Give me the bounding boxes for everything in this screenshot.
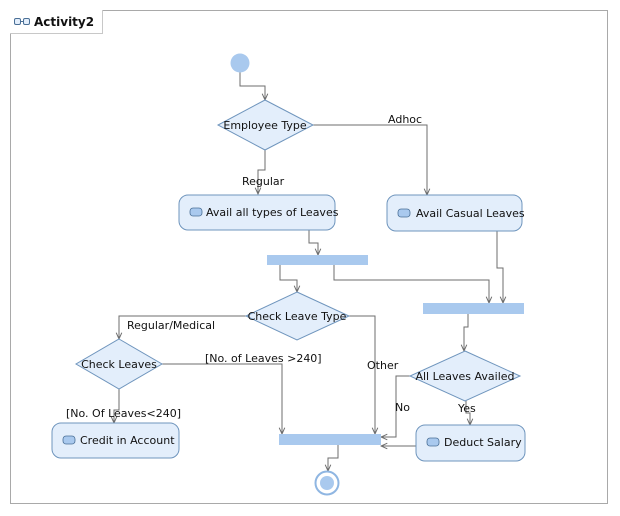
decision-check-leaves-label: Check Leaves xyxy=(81,358,157,371)
action-credit-in-account-label: Credit in Account xyxy=(80,434,175,447)
diagram-title-tab[interactable]: Activity2 xyxy=(10,10,104,34)
edge-label-yes: Yes xyxy=(457,402,476,415)
edge-label-adhoc: Adhoc xyxy=(388,113,422,126)
action-avail-casual-leaves[interactable]: Avail Casual Leaves xyxy=(386,194,525,232)
action-deduct-salary-label: Deduct Salary xyxy=(444,436,522,449)
edge-label-no: No xyxy=(395,401,410,414)
action-icon xyxy=(189,207,203,217)
decision-all-leaves-availed[interactable]: All Leaves Availed xyxy=(408,350,522,402)
edge-start-to-employee-type[interactable] xyxy=(239,72,265,100)
action-icon xyxy=(397,208,411,218)
edge-merge-to-end[interactable] xyxy=(328,445,339,471)
action-credit-in-account[interactable]: Credit in Account xyxy=(51,422,180,459)
edge-label-regular-medical: Regular/Medical xyxy=(127,319,215,332)
edge-employee-type-regular[interactable] xyxy=(258,150,266,194)
edge-fork-to-join[interactable] xyxy=(333,265,489,303)
edge-label-leaves-gt-240: [No. of Leaves >240] xyxy=(205,352,322,365)
edge-fork-to-check-leave-type[interactable] xyxy=(279,265,297,292)
edge-check-leaves-gt-240[interactable] xyxy=(162,363,282,434)
merge-bar[interactable] xyxy=(279,434,381,445)
edge-check-leaves-lt-240[interactable] xyxy=(114,389,120,423)
activity-diagram-icon xyxy=(14,17,30,25)
initial-node[interactable] xyxy=(230,53,250,73)
decision-check-leaves[interactable]: Check Leaves xyxy=(75,338,163,390)
edge-join-to-all-leaves-availed[interactable] xyxy=(464,314,469,351)
action-icon xyxy=(426,437,440,447)
edge-label-regular: Regular xyxy=(242,175,285,188)
action-avail-all-leaves-label: Avail all types of Leaves xyxy=(206,206,339,219)
edge-check-leave-type-other[interactable] xyxy=(349,315,375,434)
edge-check-leave-type-regular-medical[interactable] xyxy=(119,315,246,339)
action-deduct-salary[interactable]: Deduct Salary xyxy=(415,424,526,462)
action-icon xyxy=(62,435,76,445)
fork-bar[interactable] xyxy=(267,255,368,265)
action-avail-casual-leaves-label: Avail Casual Leaves xyxy=(416,207,525,220)
action-avail-all-leaves[interactable]: Avail all types of Leaves xyxy=(178,194,339,231)
edges xyxy=(114,72,503,471)
final-node[interactable] xyxy=(314,470,340,496)
edge-label-other: Other xyxy=(367,359,399,372)
edge-avail-casual-to-join[interactable] xyxy=(496,231,503,303)
diagram-title: Activity2 xyxy=(34,14,95,29)
decision-employee-type[interactable]: Employee Type xyxy=(216,99,315,151)
edge-all-leaves-availed-no[interactable] xyxy=(381,375,410,437)
decision-check-leave-type-label: Check Leave Type xyxy=(248,310,347,323)
edge-label-leaves-lt-240: [No. Of Leaves<240] xyxy=(66,407,181,420)
edge-avail-all-to-fork[interactable] xyxy=(308,230,318,255)
edge-all-leaves-availed-yes[interactable] xyxy=(465,401,470,425)
decision-all-leaves-availed-label: All Leaves Availed xyxy=(415,370,514,383)
edge-employee-type-adhoc[interactable] xyxy=(313,124,427,195)
decision-check-leave-type[interactable]: Check Leave Type xyxy=(244,291,351,341)
join-bar[interactable] xyxy=(423,303,524,314)
decision-employee-type-label: Employee Type xyxy=(223,119,306,132)
